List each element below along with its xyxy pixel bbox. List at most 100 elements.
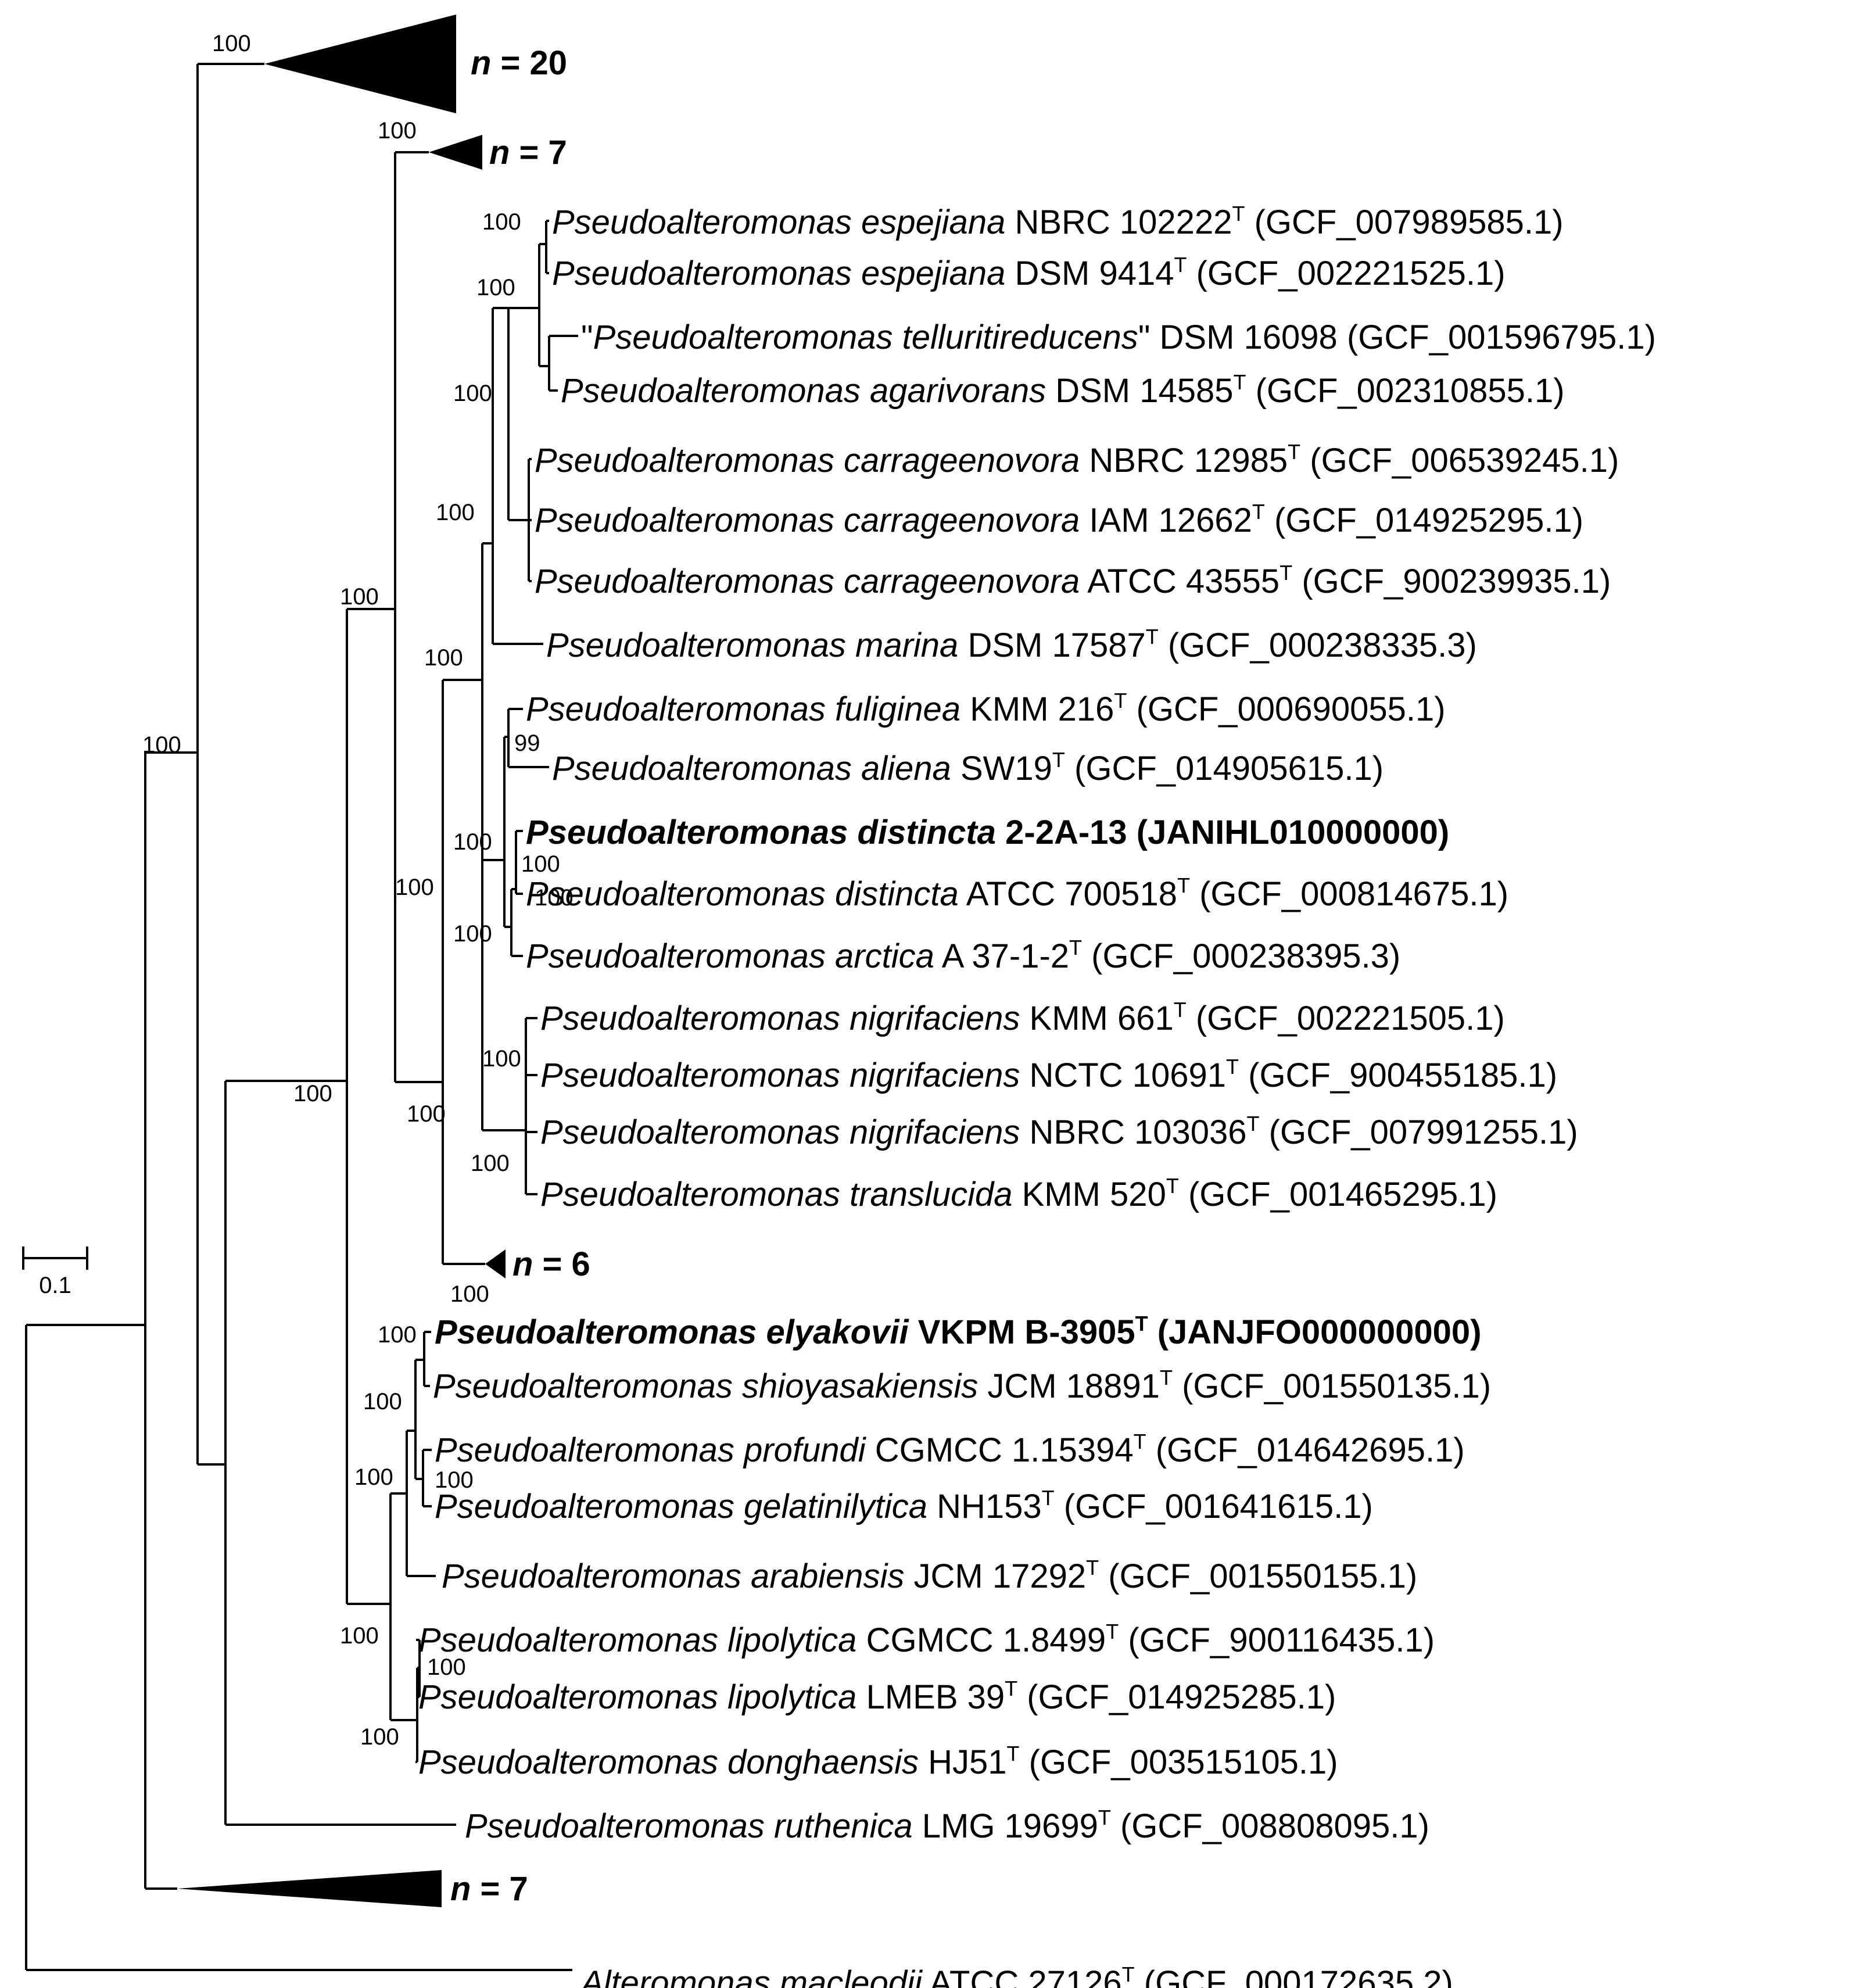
bootstrap-value: 100 [453, 381, 492, 406]
species-name: carrageenovora [844, 563, 1080, 600]
space [1260, 1113, 1269, 1151]
genus-name: Pseudoalteromonas [540, 1113, 840, 1151]
genus-name: Pseudoalteromonas [552, 750, 852, 787]
clade-count-symbol: n [489, 134, 510, 171]
space [913, 1807, 922, 1845]
space [1127, 690, 1136, 728]
genus-name: Pseudoalteromonas [540, 1056, 840, 1094]
species-name: espejiana [861, 255, 1005, 292]
species-name: marina [855, 626, 958, 664]
strain-name: CGMCC 1.15394 [875, 1431, 1134, 1469]
leaf-label: Pseudoalteromonas arctica A 37-1-2T (GCF… [526, 936, 1400, 975]
genus-name: Pseudoalteromonas [435, 1431, 734, 1469]
accession-number: (GCF_001641615.1) [1064, 1488, 1373, 1525]
clade-count-value: 20 [530, 44, 568, 82]
genus-name: Pseudoalteromonas [561, 372, 861, 410]
genus-name: Pseudoalteromonas [540, 1000, 840, 1037]
genus-name: Pseudoalteromonas [418, 1743, 718, 1781]
leaf-label: Pseudoalteromonas aliena SW19T (GCF_0149… [552, 748, 1384, 787]
bootstrap-value: 100 [363, 1389, 402, 1414]
space [840, 1056, 850, 1094]
accession-number: (GCF_000690055.1) [1137, 690, 1446, 728]
space [718, 1678, 727, 1716]
space [1046, 372, 1055, 410]
species-name: arctica [835, 937, 934, 975]
bootstrap-value: 100 [340, 584, 379, 610]
type-strain-marker: T [1114, 689, 1127, 712]
genus-name: Pseudoalteromonas [465, 1807, 765, 1845]
space [978, 1367, 987, 1405]
collapsed-clades: n = 20 n = 7 n = 6 n = 7 [177, 15, 590, 1908]
species-name: nigrifaciens [850, 1113, 1020, 1151]
type-strain-marker: T [1166, 1174, 1179, 1198]
leaf-label: Pseudoalteromonas marina DSM 17587T (GCF… [546, 625, 1477, 664]
clade-count-equals: = [491, 44, 529, 82]
type-strain-marker: T [1252, 500, 1265, 524]
accession-number: (GCF_008808095.1) [1120, 1807, 1429, 1845]
space [1080, 442, 1089, 479]
space [1127, 814, 1137, 851]
strain-name: DSM 16098 [1160, 318, 1338, 356]
leaf-label: Pseudoalteromonas elyakovii VKPM B-3905T… [435, 1312, 1482, 1351]
type-strain-marker: T [1134, 1430, 1146, 1453]
bootstrap-value: 100 [360, 1724, 399, 1750]
accession-number: (GCF_000238395.3) [1091, 937, 1400, 975]
space [834, 502, 844, 539]
space [718, 1743, 727, 1781]
genus-name: Pseudoalteromonas [526, 937, 826, 975]
accession-number: (GCF_900239935.1) [1302, 563, 1611, 600]
strain-name: ATCC 43555 [1087, 563, 1279, 600]
bootstrap-value: 100 [482, 1046, 521, 1072]
genus-name: Pseudoalteromonas [435, 1313, 757, 1351]
strain-name: DSM 17587 [967, 626, 1145, 664]
bootstrap-value: 100 [293, 1081, 332, 1106]
clade-count-equals: = [471, 1870, 509, 1908]
accession-number: (GCF_007989585.1) [1255, 203, 1564, 241]
collapsed-clade: n = 7 [177, 1870, 528, 1908]
space [840, 1176, 850, 1213]
accession-number: (GCF_014925295.1) [1274, 502, 1583, 539]
accession-number: (GCF_900455185.1) [1248, 1056, 1557, 1094]
space [734, 1488, 744, 1525]
space [922, 1964, 930, 1988]
clade-triangle [177, 1870, 442, 1907]
clade-count-equals: = [510, 134, 548, 171]
quote-open: " [581, 318, 593, 356]
space [1005, 255, 1015, 292]
type-strain-marker: T [1232, 202, 1245, 225]
space [1020, 1743, 1029, 1781]
space [951, 750, 960, 787]
leaf-label: Pseudoalteromonas arabiensis JCM 17292T … [442, 1556, 1417, 1595]
leaf-label: Pseudoalteromonas carrageenovora ATCC 43… [535, 561, 1611, 600]
bootstrap-value: 100 [378, 1322, 417, 1348]
accession-number: (GCF_002221525.1) [1196, 255, 1506, 292]
leaf-label: Pseudoalteromonas fuliginea KMM 216T (GC… [526, 689, 1446, 728]
space [1082, 937, 1091, 975]
accession-number: (JANJFO000000000) [1157, 1313, 1482, 1351]
species-name: agarivorans [870, 372, 1046, 410]
clade-count-label: n = 6 [512, 1245, 590, 1283]
space [840, 1000, 850, 1037]
accession-number: (GCF_000172635.2) [1144, 1964, 1453, 1988]
collapsed-clade: n = 6 [485, 1245, 590, 1283]
bootstrap-value: 100 [378, 118, 417, 144]
genus-name: Pseudoalteromonas [418, 1678, 718, 1716]
type-strain-marker: T [1106, 1620, 1119, 1643]
space [834, 442, 844, 479]
space [1245, 203, 1254, 241]
leaf-label: Pseudoalteromonas lipolytica CGMCC 1.849… [418, 1620, 1435, 1659]
species-name: arabiensis [751, 1557, 904, 1595]
genus-name: Pseudoalteromonas [535, 502, 834, 539]
bootstrap-value: 100 [340, 1623, 379, 1649]
strain-name: CGMCC 1.8499 [866, 1621, 1106, 1659]
clade-count-value: 6 [572, 1245, 590, 1283]
strain-name: SW19 [960, 750, 1052, 787]
genus-name: Alteromonas [579, 1964, 770, 1988]
collapsed-clade: n = 7 [429, 134, 567, 171]
accession-number: (GCF_014642695.1) [1156, 1431, 1465, 1469]
genus-name: Pseudoalteromonas [526, 690, 826, 728]
species-name: elyakovii [766, 1313, 910, 1351]
leaf-label: Pseudoalteromonas espejiana DSM 9414T (G… [552, 253, 1506, 292]
space [934, 937, 942, 975]
species-name: lipolytica [727, 1678, 856, 1716]
